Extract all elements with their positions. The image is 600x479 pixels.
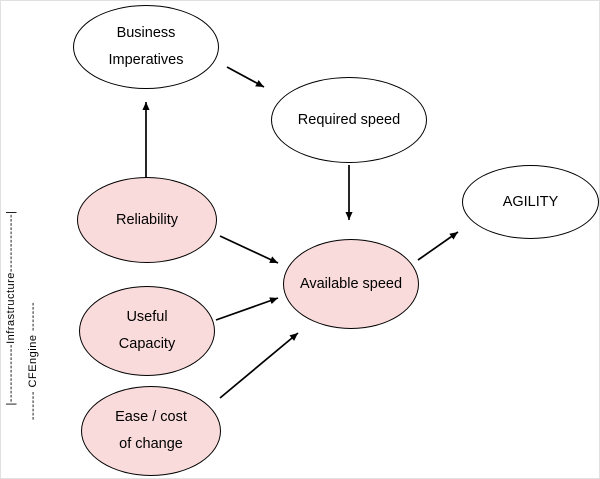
node-useful-capacity: Useful Capacity: [79, 286, 215, 376]
node-useful-capacity-line1: Useful: [126, 309, 168, 326]
arrow-ease-cost-to-available-speed: [219, 332, 299, 399]
node-required-speed-line1: Required speed: [297, 111, 401, 128]
arrow-useful-capacity-to-available-speed: [215, 297, 279, 321]
node-available-speed: Available speed: [283, 239, 419, 329]
node-useful-capacity-label: Useful Capacity: [119, 304, 175, 358]
arrow-reliability-to-available-speed: [219, 235, 279, 264]
node-business-imperatives-line2: Imperatives: [108, 52, 184, 68]
arrow-available-speed-to-agility: [417, 231, 459, 261]
cfengine-axis-label: ------- CFEngine -------: [27, 301, 39, 421]
node-ease-cost-line1: Ease / cost: [115, 409, 187, 426]
infrastructure-axis-label: |--------------Infrastructure-----------…: [5, 210, 17, 406]
node-business-imperatives-label: Business Imperatives: [109, 20, 184, 74]
node-available-speed-line1: Available speed: [299, 275, 403, 292]
node-ease-cost-of-change: Ease / cost of change: [81, 386, 221, 476]
node-agility: AGILITY: [462, 165, 599, 239]
node-required-speed-label: Required speed: [298, 107, 400, 134]
node-business-imperatives-line1: Business: [116, 25, 176, 42]
node-ease-cost-of-change-label: Ease / cost of change: [115, 404, 187, 458]
node-agility-line1: AGILITY: [502, 193, 559, 210]
node-required-speed: Required speed: [271, 77, 427, 163]
node-reliability-label: Reliability: [116, 207, 178, 234]
node-reliability-line1: Reliability: [115, 211, 179, 228]
node-business-imperatives: Business Imperatives: [73, 5, 219, 89]
node-available-speed-label: Available speed: [300, 271, 402, 298]
node-reliability: Reliability: [77, 177, 217, 263]
node-ease-cost-line2: of change: [119, 436, 183, 452]
node-agility-label: AGILITY: [503, 189, 559, 216]
arrow-business-to-required-speed: [226, 66, 265, 88]
node-useful-capacity-line2: Capacity: [118, 336, 176, 352]
